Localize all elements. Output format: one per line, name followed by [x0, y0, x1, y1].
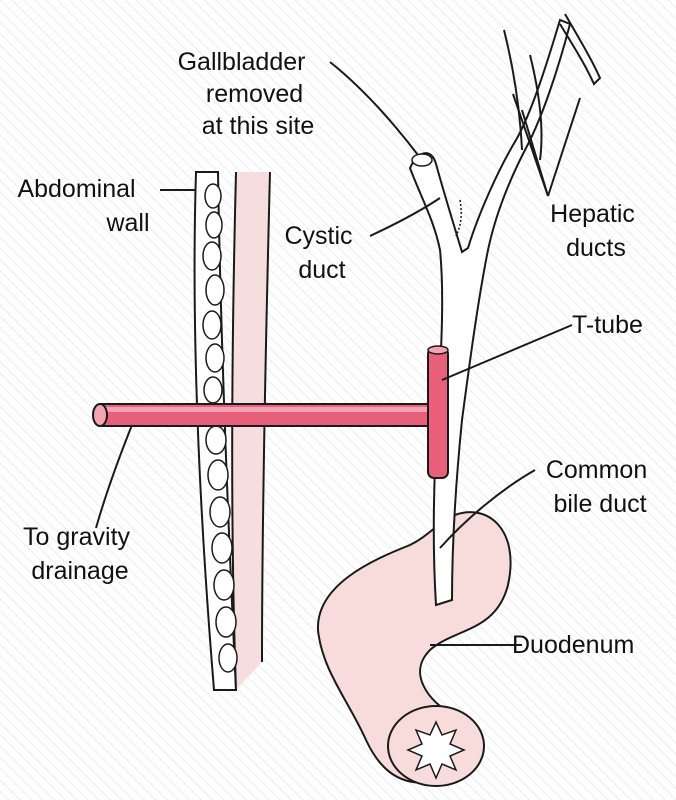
label-t-tube: T-tube — [572, 311, 643, 339]
duodenum-mucosa-folds — [408, 722, 464, 778]
label-duodenum: Duodenum — [512, 631, 634, 659]
t-tube-open-end — [93, 404, 107, 426]
cystic-duct-stump — [412, 154, 432, 166]
